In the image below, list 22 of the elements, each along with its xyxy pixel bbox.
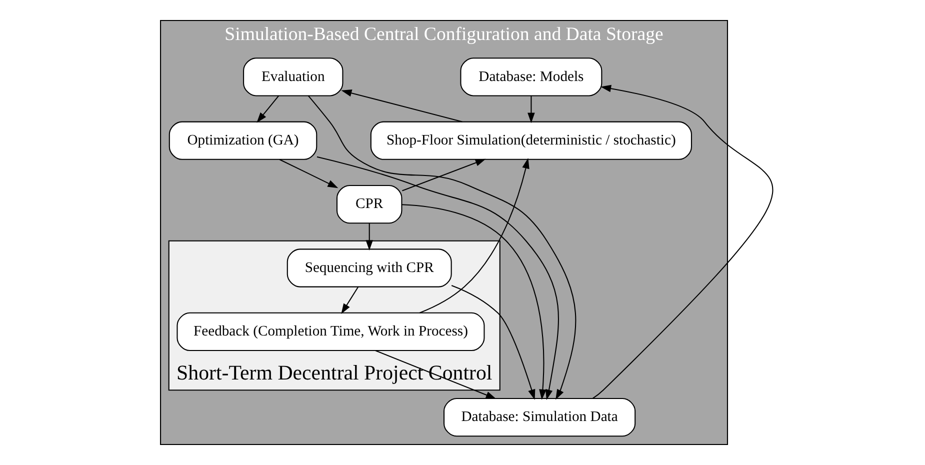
- arrow: [375, 350, 496, 399]
- node-box: Evaluation: [243, 58, 344, 96]
- node-box: Shop-Floor Simulation(deterministic / stochastic): [370, 121, 692, 160]
- node-box: Database: Simulation Data: [444, 398, 636, 437]
- arrow: [451, 284, 536, 400]
- node-box: CPR: [336, 185, 402, 224]
- node-box: Sequencing with CPR: [286, 248, 452, 288]
- arrow: [402, 204, 546, 400]
- arrow: [419, 158, 530, 314]
- arrow: [279, 159, 338, 188]
- arrow: [402, 158, 486, 192]
- arrow: [316, 156, 559, 400]
- arrow: [256, 95, 280, 123]
- arrow: [341, 89, 462, 122]
- arrow: [366, 223, 374, 251]
- arrow: [592, 84, 774, 399]
- arrow: [308, 95, 576, 400]
- node-box: Feedback (Completion Time, Work in Process): [176, 312, 485, 352]
- node-box: Database: Models: [460, 58, 602, 96]
- arrow: [528, 96, 535, 124]
- arrow: [341, 286, 359, 314]
- node-box: Optimization (GA): [168, 121, 318, 160]
